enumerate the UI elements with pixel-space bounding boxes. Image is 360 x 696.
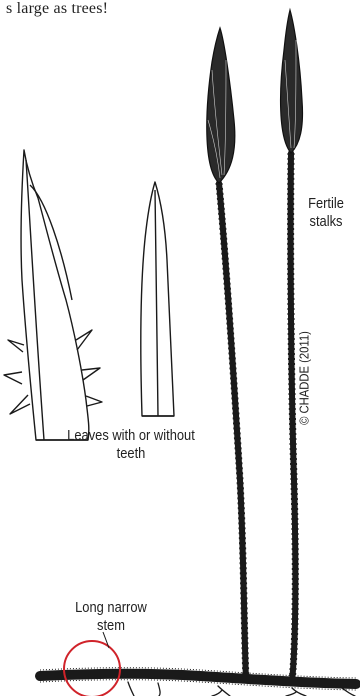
smooth-leaf — [141, 182, 174, 416]
stem-highlight-circle — [64, 641, 120, 696]
top-text: s large as trees! — [6, 0, 108, 19]
toothed-leaf — [4, 150, 102, 440]
leaves-label: Leaves with or without teeth — [67, 427, 196, 462]
copyright-credit: © CHADDE (2011) — [298, 331, 313, 425]
stem-label: Long narrow stem — [64, 599, 159, 634]
fertile-stalks-label: Fertile stalks — [300, 195, 352, 230]
fertile-stalk-left — [207, 28, 249, 680]
creeping-stem — [40, 668, 356, 690]
